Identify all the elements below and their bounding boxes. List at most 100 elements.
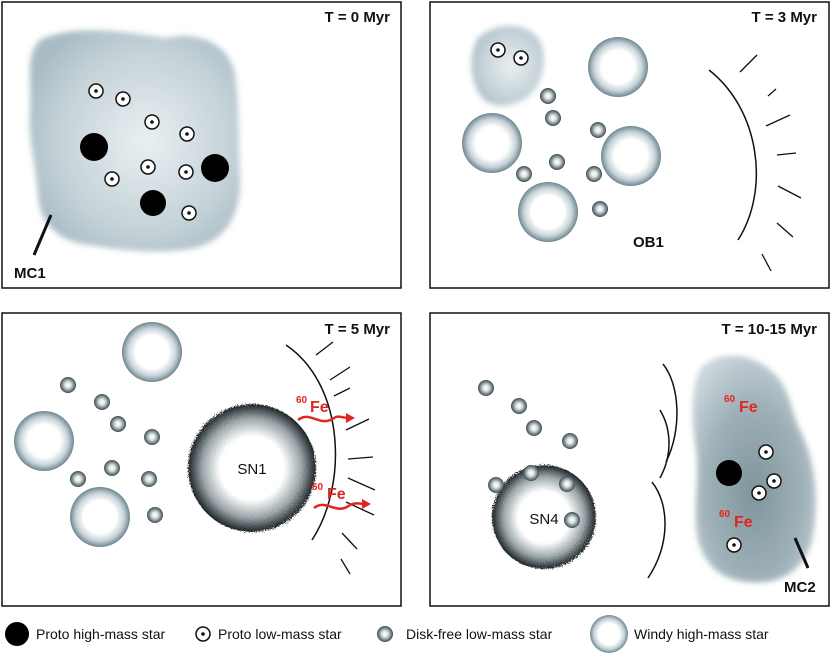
molecular-cloud-mc1 (29, 30, 241, 252)
windy-high-mass-star (601, 126, 661, 186)
disk-free-low-mass-star (511, 398, 527, 414)
disk-free-low-mass-star (478, 380, 494, 396)
legend-item-proto-low-mass: Proto low-mass star (195, 626, 342, 642)
proto-low-mass-star (144, 114, 160, 130)
disk-free-low-mass-star (488, 477, 504, 493)
mc1-pointer (32, 214, 53, 256)
proto-high-mass-star (716, 460, 742, 486)
disk-free-low-mass-star (94, 394, 110, 410)
disk-free-low-mass-star (540, 88, 556, 104)
windy-high-mass-star (518, 182, 578, 242)
fe-isotope-label: Fe (310, 399, 329, 416)
proto-low-mass-star (181, 205, 197, 221)
proto-low-mass-star-icon (195, 626, 211, 642)
mc2-pointer (793, 537, 810, 569)
fe-flow-arrow (297, 415, 351, 423)
disk-free-low-mass-star (564, 512, 580, 528)
disk-free-low-mass-star (147, 507, 163, 523)
mc1-label: MC1 (14, 265, 46, 282)
residual-cloud (471, 26, 544, 106)
windy-high-mass-star (462, 113, 522, 173)
sn4-label: SN4 (529, 511, 558, 528)
proto-high-mass-star (201, 154, 229, 182)
proto-low-mass-star (179, 126, 195, 142)
legend-label: Windy high-mass star (634, 626, 769, 642)
disk-free-low-mass-star (559, 476, 575, 492)
fe-mass-number: 60 (296, 395, 308, 406)
disk-free-low-mass-star (526, 420, 542, 436)
sn1-label: SN1 (237, 461, 266, 478)
disk-free-low-mass-star (549, 154, 565, 170)
fe-isotope-label: Fe (327, 486, 346, 503)
proto-high-mass-star (80, 133, 108, 161)
disk-free-low-mass-star (104, 460, 120, 476)
fe-arrow-head (362, 499, 371, 509)
disk-free-low-mass-star (110, 416, 126, 432)
mc2-label: MC2 (784, 579, 816, 596)
legend-item-windy: Windy high-mass star (590, 615, 769, 653)
proto-low-mass-star (178, 164, 194, 180)
fe-isotope-label: Fe (734, 514, 753, 531)
panel-3-time-label: T = 5 Myr (325, 321, 391, 338)
disk-free-low-mass-star (590, 122, 606, 138)
panel-1-time-label: T = 0 Myr (325, 9, 391, 26)
supernova-sn1 (188, 404, 316, 532)
legend-label: Disk-free low-mass star (406, 626, 553, 642)
windy-high-mass-star (70, 487, 130, 547)
disk-free-low-mass-star (592, 201, 608, 217)
fe-mass-number: 60 (724, 394, 736, 405)
panel-4-time-label: T = 10-15 Myr (722, 321, 818, 338)
panel-t3: T = 3 Myr OB1 (429, 1, 830, 289)
disk-free-low-mass-star (70, 471, 86, 487)
disk-free-low-mass-stars (516, 88, 608, 217)
panel-t10-15: T = 10-15 Myr 60 Fe 60 Fe MC2 SN4 (429, 312, 830, 607)
windy-high-mass-star (14, 411, 74, 471)
disk-free-low-mass-star (562, 433, 578, 449)
panel-t0: MC1 T = 0 Myr (1, 1, 402, 289)
proto-low-mass-star (513, 50, 529, 66)
disk-free-low-mass-star (523, 465, 539, 481)
panel-2-time-label: T = 3 Myr (752, 9, 818, 26)
proto-low-mass-star (766, 473, 782, 489)
wind-streaks (739, 54, 802, 272)
proto-high-mass-star-icon (5, 622, 29, 646)
disk-free-low-mass-star (545, 110, 561, 126)
fe-mass-number: 60 (312, 482, 324, 493)
legend-label: Proto low-mass star (218, 626, 342, 642)
shock-front (708, 69, 758, 241)
windy-high-mass-star (122, 322, 182, 382)
proto-low-mass-star (88, 83, 104, 99)
windy-high-mass-star (588, 37, 648, 97)
disk-free-low-mass-stars (60, 377, 163, 523)
proto-low-mass-star (758, 444, 774, 460)
disk-free-low-mass-star (586, 166, 602, 182)
fe-isotope-label: Fe (739, 399, 758, 416)
molecular-cloud-mc2 (692, 355, 816, 583)
windy-high-mass-star-icon (590, 615, 628, 653)
disk-free-low-mass-star (141, 471, 157, 487)
wind-streaks (315, 341, 376, 575)
legend-item-disk-free: Disk-free low-mass star (377, 626, 553, 642)
shock-fronts (647, 363, 678, 579)
legend: Proto high-mass star Proto low-mass star… (5, 615, 769, 653)
legend-label: Proto high-mass star (36, 626, 165, 642)
proto-low-mass-star (104, 171, 120, 187)
fe-arrow-head (346, 413, 355, 423)
fe-flow-arrow (313, 502, 367, 510)
shock-front (285, 344, 337, 541)
proto-low-mass-star (726, 537, 742, 553)
disk-free-low-mass-star (60, 377, 76, 393)
disk-free-low-mass-star (516, 166, 532, 182)
disk-free-low-mass-stars (478, 380, 580, 528)
proto-high-mass-star (140, 190, 166, 216)
disk-free-low-mass-star (144, 429, 160, 445)
legend-item-proto-high-mass: Proto high-mass star (5, 622, 165, 646)
disk-free-low-mass-star-icon (377, 626, 393, 642)
proto-low-mass-stars (88, 83, 197, 221)
panel-t5: T = 5 Myr SN1 60 Fe (1, 312, 402, 607)
proto-low-mass-star (751, 485, 767, 501)
proto-low-mass-star (490, 42, 506, 58)
proto-low-mass-star (140, 159, 156, 175)
proto-low-mass-star (115, 91, 131, 107)
